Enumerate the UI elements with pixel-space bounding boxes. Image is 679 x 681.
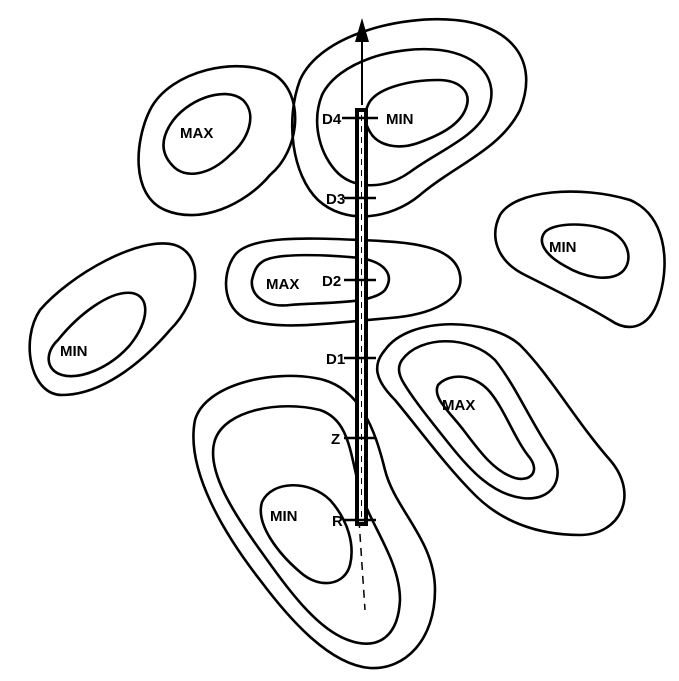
label-max-lower-right: MAX: [442, 397, 475, 414]
contour-inner: [47, 291, 147, 378]
label-min-right: MIN: [549, 239, 577, 256]
contour-middle: [397, 340, 559, 500]
label-min-left: MIN: [60, 343, 88, 360]
contour-outer: [137, 64, 297, 217]
contour-outer: [224, 237, 462, 327]
label-d1: D1: [326, 351, 345, 368]
label-min-bottom: MIN: [270, 508, 298, 525]
label-r: R: [332, 513, 343, 530]
label-d2: D2: [322, 273, 341, 290]
label-max-center: MAX: [266, 276, 299, 293]
arrow-head-icon: [355, 18, 369, 42]
traverse-axis: [355, 18, 369, 611]
contour-group-min-top: MIN: [290, 18, 528, 218]
contour-group-max-top-left: MAX: [137, 64, 297, 217]
axis-dashed-extension: [358, 519, 366, 611]
label-min-top: MIN: [386, 111, 414, 128]
contour-outer: [375, 323, 626, 537]
path-point-d2: D2: [322, 273, 376, 290]
path-point-r: R: [332, 513, 376, 530]
label-d3: D3: [326, 191, 345, 208]
contour-inner: [363, 78, 469, 148]
path-point-d3: D3: [326, 191, 376, 208]
contour-middle: [315, 47, 493, 187]
contour-inner: [540, 223, 630, 279]
contour-outer: [28, 242, 197, 397]
contour-group-min-bottom: MIN: [192, 374, 437, 670]
borehole-bar: [355, 108, 368, 526]
contour-outer: [192, 374, 437, 670]
label-max-top-left: MAX: [180, 125, 213, 142]
contour-group-min-right: MIN: [494, 190, 666, 329]
path-point-z: Z: [331, 431, 376, 448]
contour-group-max-lower-right: MAX: [375, 323, 626, 537]
contour-inner: [259, 483, 353, 585]
contour-outer: [494, 190, 666, 329]
label-z: Z: [331, 431, 340, 448]
contour-group-min-left: MIN: [28, 242, 197, 397]
path-point-d4: D4: [322, 111, 378, 128]
label-d4: D4: [322, 111, 342, 128]
contour-middle: [211, 404, 402, 645]
path-point-d1: D1: [326, 351, 376, 368]
contour-group-max-center: MAX: [224, 237, 462, 327]
contour-inner: [162, 92, 252, 175]
contour-outer: [290, 18, 528, 218]
contour-inner: [435, 375, 536, 481]
